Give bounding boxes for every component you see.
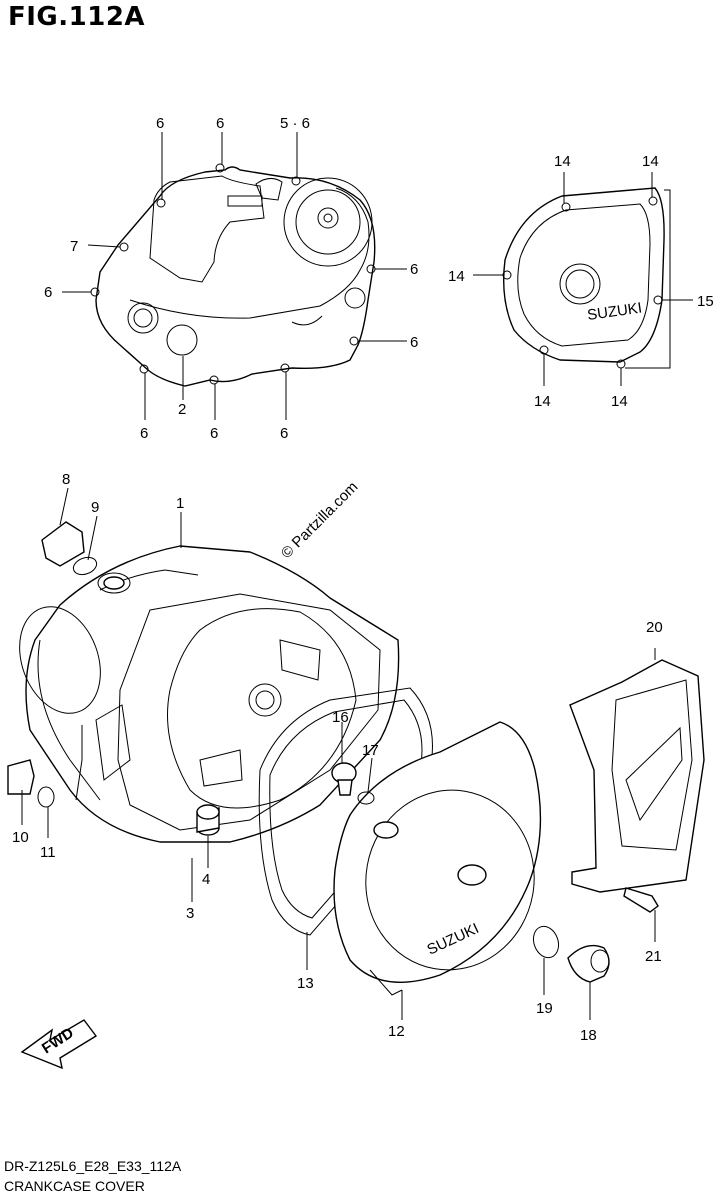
callout-6: 6 <box>210 425 218 442</box>
magneto-cover-outline: SUZUKI <box>502 187 665 369</box>
callout-14: 14 <box>534 393 551 410</box>
diagram-code: DR-Z125L6_E28_E33_112A <box>4 1158 182 1174</box>
callout-6: 6 <box>410 334 418 351</box>
figure-title: FIG.112A <box>8 2 146 32</box>
callout-17: 17 <box>362 742 379 759</box>
callout-5-6: 5 · 6 <box>280 115 310 132</box>
callout-11: 11 <box>40 844 56 861</box>
leader-lines-main <box>21 487 656 1020</box>
callout-14: 14 <box>611 393 628 410</box>
crankcase-cover-assembly: SUZUKI FWD <box>7 521 705 1070</box>
magneto-brand-text: SUZUKI <box>586 299 643 323</box>
callout-7: 7 <box>70 238 78 255</box>
callout-6: 6 <box>140 425 148 442</box>
leader-lines-top-right <box>473 172 693 386</box>
callout-18: 18 <box>580 1027 597 1044</box>
callout-4: 4 <box>202 871 210 888</box>
callout-1: 1 <box>176 495 184 512</box>
callout-6: 6 <box>44 284 52 301</box>
callout-numbers: 6 6 5 · 6 7 6 6 6 2 6 6 6 14 14 14 15 14… <box>12 115 714 1044</box>
clutch-cover-outline <box>90 163 376 387</box>
callout-13: 13 <box>297 975 314 992</box>
callout-16: 16 <box>332 709 349 726</box>
callout-14: 14 <box>448 268 465 285</box>
callout-3: 3 <box>186 905 194 922</box>
callout-21: 21 <box>645 948 662 965</box>
callout-10: 10 <box>12 829 29 846</box>
callout-14: 14 <box>642 153 659 170</box>
callout-19: 19 <box>536 1000 553 1017</box>
callout-15: 15 <box>697 293 714 310</box>
callout-20: 20 <box>646 619 663 636</box>
callout-8: 8 <box>62 471 70 488</box>
callout-12: 12 <box>388 1023 405 1040</box>
callout-6: 6 <box>410 261 418 278</box>
callout-6: 6 <box>280 425 288 442</box>
callout-9: 9 <box>91 499 99 516</box>
diagram-name: CRANKCASE COVER <box>4 1178 145 1194</box>
callout-6: 6 <box>156 115 164 132</box>
callout-6: 6 <box>216 115 224 132</box>
callout-14: 14 <box>554 153 571 170</box>
callout-2: 2 <box>178 401 186 418</box>
leader-lines-top-left <box>62 132 407 420</box>
fwd-arrow: FWD <box>20 1019 98 1070</box>
